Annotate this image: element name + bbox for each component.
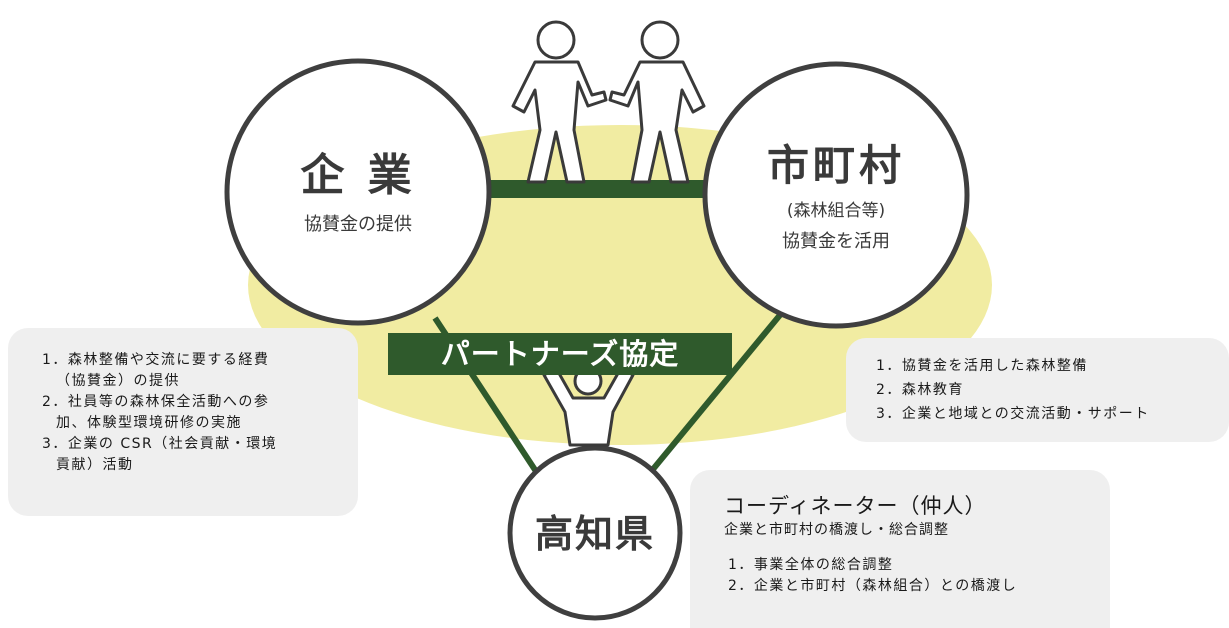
- prefecture-roles-box: コーディネーター（仲人） 企業と市町村の橋渡し・総合調整 1．事業全体の総合調整…: [690, 470, 1110, 628]
- company-role-2b: 加、体験型環境研修の実施: [56, 415, 242, 431]
- municipality-role-2: 2．森林教育: [876, 382, 964, 398]
- company-role-3a: 3．企業の CSR（社会貢献・環境: [42, 436, 278, 452]
- connector-bar: [470, 180, 730, 198]
- municipality-title: 市町村: [766, 141, 905, 190]
- person-icon: [542, 366, 635, 447]
- company-roles-box: 1．森林整備や交流に要する経費 （協賛金）の提供 2．社員等の森林保全活動への参…: [8, 328, 358, 516]
- prefecture-role-title: コーディネーター（仲人）: [724, 494, 987, 518]
- company-role-1a: 1．森林整備や交流に要する経費: [42, 352, 270, 368]
- prefecture-title: 高知県: [534, 512, 655, 556]
- municipality-circle: [702, 61, 970, 329]
- municipality-roles-box: 1．協賛金を活用した森林整備 2．森林教育 3．企業と地域との交流活動・サポート: [846, 338, 1229, 442]
- company-title: 企 業: [300, 150, 416, 201]
- company-subtitle: 協賛金の提供: [304, 214, 412, 235]
- company-role-1b: （協賛金）の提供: [56, 373, 180, 389]
- prefecture-circle: [507, 445, 683, 621]
- company-circle: [224, 58, 492, 326]
- prefecture-role-2: 2．企業と市町村（森林組合）との橋渡し: [728, 578, 1018, 594]
- municipality-role-1: 1．協賛金を活用した森林整備: [876, 358, 1088, 374]
- municipality-role-3: 3．企業と地域との交流活動・サポート: [876, 406, 1150, 422]
- connector-line-right: [637, 313, 783, 487]
- prefecture-role-1: 1．事業全体の総合調整: [728, 557, 894, 573]
- prefecture-role-subtitle: 企業と市町村の橋渡し・総合調整: [724, 522, 949, 538]
- company-role-3b: 貢献）活動: [56, 457, 134, 473]
- agreement-banner: パートナーズ協定: [388, 333, 732, 375]
- handshake-icon: [511, 20, 706, 184]
- municipality-sub1: (森林組合等): [786, 201, 886, 221]
- municipality-sub2: 協賛金を活用: [782, 231, 890, 252]
- company-role-2a: 2．社員等の森林保全活動への参: [42, 394, 270, 410]
